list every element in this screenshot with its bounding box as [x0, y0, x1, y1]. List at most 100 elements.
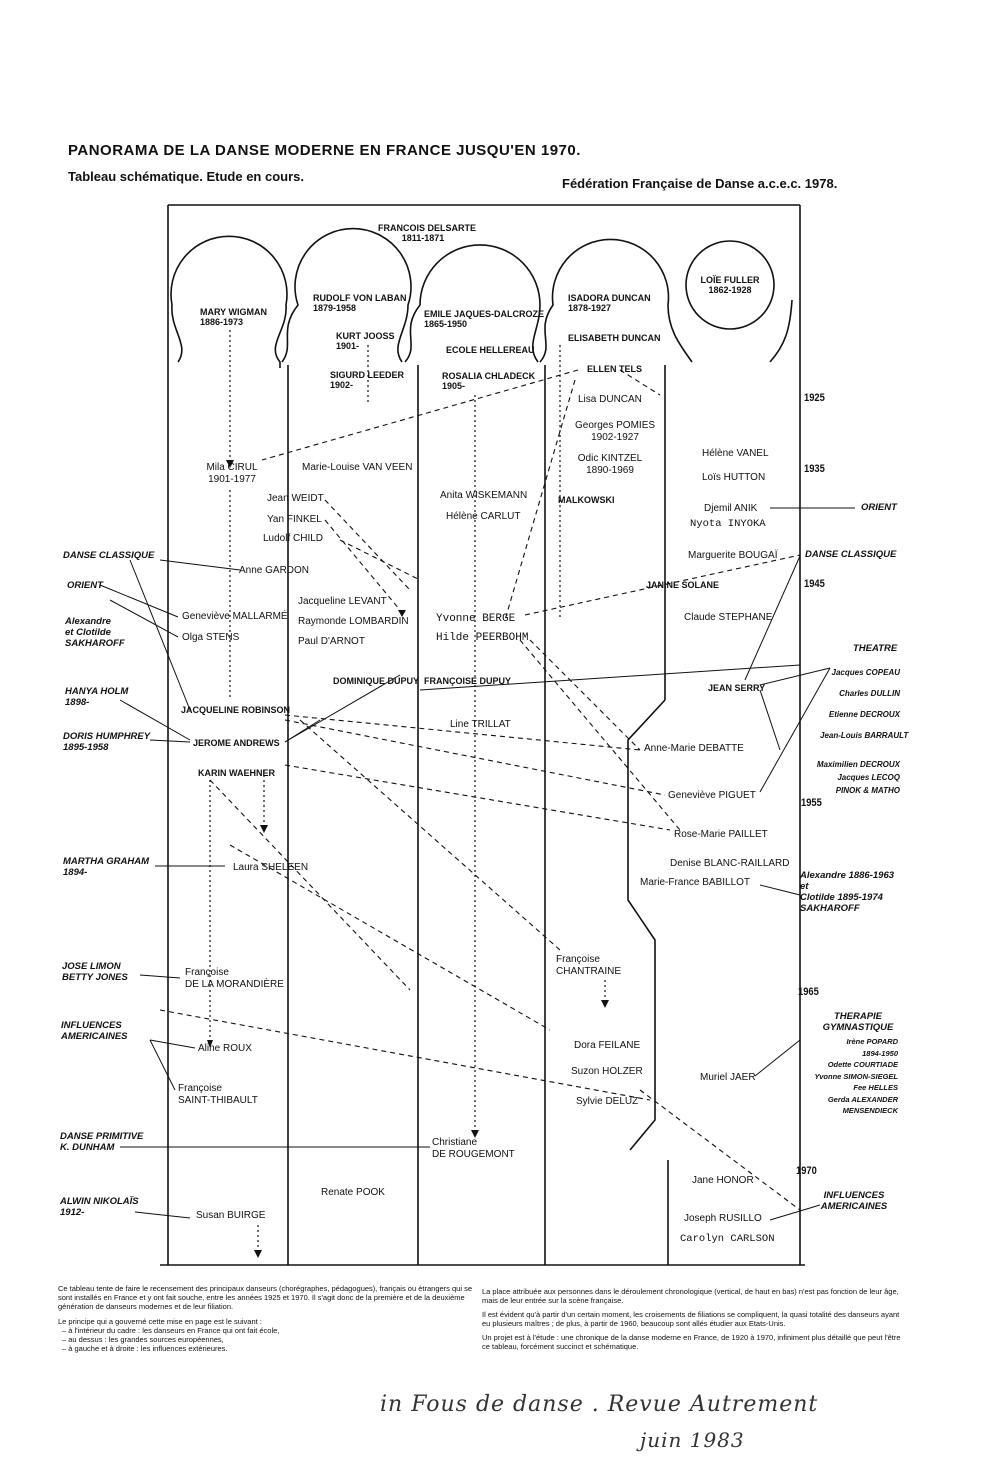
node-bougai: Marguerite BOUGAÏ — [688, 550, 778, 561]
handwritten-source: in Fous de danse . Revue Autrement — [380, 1392, 819, 1417]
right-theatre: THEATRE — [853, 643, 898, 654]
node-blanc-raillard: Denise BLANC-RAILLARD — [670, 858, 790, 869]
node-lisa-duncan: Lisa DUNCAN — [578, 394, 642, 405]
left-orient: ORIENT — [67, 580, 103, 591]
node-elisabeth-duncan: ELISABETH DUNCAN — [568, 333, 661, 343]
node-feilane: Dora FEILANE — [574, 1040, 641, 1051]
node-child: Ludolf CHILD — [263, 533, 324, 544]
node-weidt: Jean WEIDT — [267, 493, 324, 504]
arch-wigman — [170, 235, 288, 368]
node-tels: ELLEN TELS — [587, 364, 643, 374]
year-1955: 1955 — [801, 797, 822, 809]
node-dominique-dupuy: DOMINIQUE DUPUY — [333, 676, 420, 686]
node-hutton: Loïs HUTTON — [702, 472, 766, 483]
node-paillet: Rose-Marie PAILLET — [674, 829, 768, 840]
node-levant: Jacqueline LEVANT — [298, 596, 387, 607]
node-berge: Yvonne BERGE — [436, 613, 516, 625]
right-danse-classique: DANSE CLASSIQUE — [805, 549, 897, 560]
year-1925: 1925 — [804, 392, 825, 404]
node-waehner: KARIN WAEHNER — [198, 768, 276, 778]
footer-left: Ce tableau tente de faire le recensement… — [58, 1284, 473, 1353]
year-1965: 1965 — [798, 986, 819, 998]
node-vanel: Hélène VANEL — [702, 448, 769, 459]
node-roux: Aline ROUX — [198, 1043, 252, 1054]
node-robinson: JACQUELINE ROBINSON — [181, 705, 291, 715]
page-subtitle: Tableau schématique. Etude en cours. — [68, 169, 304, 184]
right-decroux-pupils: Maximilien DECROUX Jacques LECOQ PINOK &… — [816, 760, 900, 795]
node-pook: Renate POOK — [321, 1187, 385, 1198]
node-deluz: Sylvie DELUZ — [576, 1096, 639, 1107]
node-malkowski: MALKOWSKI — [558, 495, 615, 505]
node-francoise-dupuy: FRANÇOISE DUPUY — [424, 676, 512, 686]
year-1970: 1970 — [796, 1165, 817, 1177]
node-andrews: JEROME ANDREWS — [193, 738, 280, 748]
node-hellerau: ECOLE HELLEREAU — [446, 345, 535, 355]
fuller-circle — [685, 240, 775, 330]
node-honor: Jane HONOR — [692, 1175, 754, 1186]
node-lombardin: Raymonde LOMBARDIN — [298, 616, 409, 627]
node-carlut: Hélène CARLUT — [446, 511, 521, 522]
publisher-credit: Fédération Française de Danse a.c.e.c. 1… — [562, 176, 838, 191]
left-danse-classique: DANSE CLASSIQUE — [63, 550, 155, 561]
node-mallarme: Geneviève MALLARMÉ — [182, 611, 288, 622]
node-stephane: Claude STEPHANE — [684, 612, 773, 623]
arch-fuller-side — [769, 299, 793, 363]
right-therapie-list: Irène POPARD 1894-1950 Odette COURTIADE … — [814, 1037, 898, 1115]
node-gardon: Anne GARDON — [239, 565, 310, 576]
right-theatre-list: Jacques COPEAU Charles DULLIN Etienne DE… — [820, 662, 908, 746]
handwritten-date: juin 1983 — [640, 1428, 745, 1452]
node-debatte: Anne-Marie DEBATTE — [644, 743, 744, 754]
node-finkel: Yan FINKEL — [267, 514, 322, 525]
node-anik: Djemil ANIK — [704, 503, 758, 514]
theatre-decroux: Etienne DECROUX — [828, 710, 900, 719]
theatre-copeau: Jacques COPEAU — [831, 668, 900, 677]
node-buirge: Susan BUIRGE — [196, 1210, 266, 1221]
footer-right: La place attribuée aux personnes dans le… — [482, 1287, 901, 1351]
node-inyoka: Nyota INYOKA — [690, 518, 766, 530]
node-rusillo: Joseph RUSILLO — [684, 1213, 762, 1224]
node-van-veen: Marie-Louise VAN VEEN — [302, 462, 413, 473]
arch-laban — [281, 227, 412, 363]
node-solane: JANINE SOLANE — [646, 580, 720, 590]
node-sheleen: Laura SHELEEN — [233, 862, 309, 873]
node-jaer: Muriel JAER — [700, 1072, 756, 1083]
node-babillot: Marie-France BABILLOT — [640, 877, 751, 888]
node-wiskemann: Anita WISKEMANN — [440, 490, 528, 501]
node-holzer: Suzon HOLZER — [571, 1066, 643, 1077]
node-peerbohm: Hilde PEERBOHM — [436, 632, 529, 644]
node-trillat: Line TRILLAT — [450, 719, 511, 730]
node-piguet: Geneviève PIGUET — [668, 790, 756, 801]
right-orient: ORIENT — [861, 502, 897, 513]
year-1935: 1935 — [804, 463, 825, 475]
page-title: PANORAMA DE LA DANSE MODERNE EN FRANCE J… — [68, 142, 581, 159]
node-darnot: Paul D'ARNOT — [298, 636, 365, 647]
node-stens: Olga STENS — [182, 632, 240, 643]
node-serry: JEAN SERRY — [708, 683, 766, 693]
